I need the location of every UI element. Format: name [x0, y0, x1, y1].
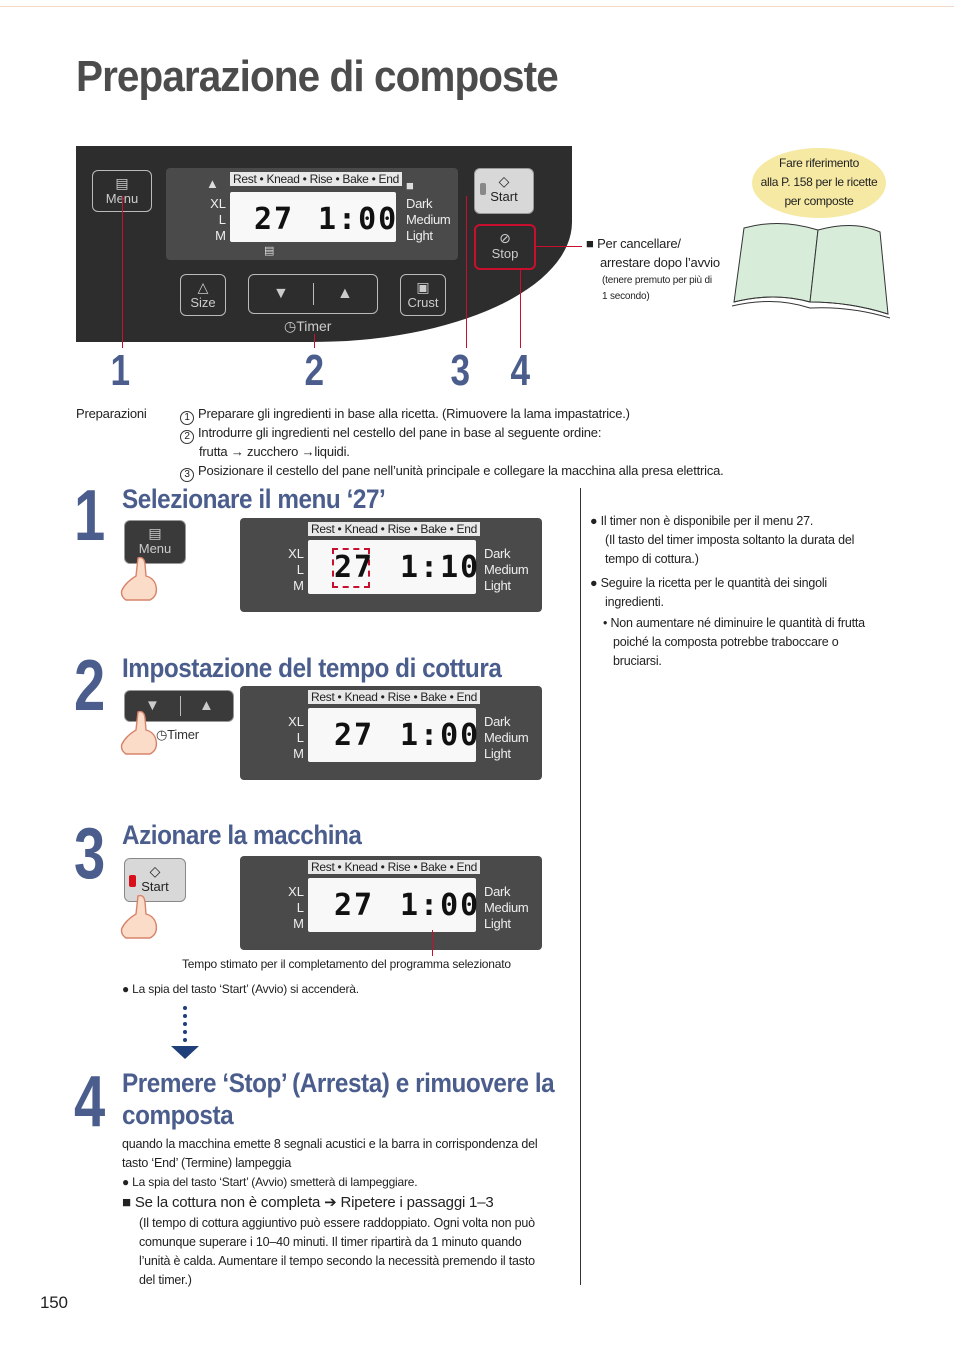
- clock-icon: ◷: [156, 727, 168, 742]
- stop-button[interactable]: ⊘ Stop: [474, 224, 536, 270]
- blinking-menu-highlight: [332, 548, 370, 588]
- size-button[interactable]: △ Size: [180, 274, 226, 316]
- page-number: 150: [40, 1293, 68, 1312]
- down-arrow-icon: [171, 1006, 199, 1059]
- step-heading-3: Azionare la macchina: [122, 820, 362, 850]
- pressing-hand-icon: [120, 894, 158, 939]
- step4-line-8: del timer.): [139, 1273, 192, 1287]
- book-icon: ▤: [148, 525, 162, 541]
- page-title: Preparazione di composte: [76, 52, 559, 101]
- size-icon: △: [197, 279, 209, 295]
- callout-number-2: 2: [304, 346, 325, 395]
- step-number-2: 2: [74, 646, 106, 726]
- down-arrow-icon[interactable]: ▼: [273, 285, 289, 302]
- step4-line-6: comunque superare i 10–40 minuti. Il tim…: [139, 1235, 522, 1249]
- stop-icon: ⊘: [499, 230, 511, 246]
- crust-button[interactable]: ▣ Crust: [400, 274, 446, 316]
- pressing-hand-icon: [120, 710, 158, 755]
- timer-arrows-button[interactable]: ▼ ▲: [248, 274, 378, 314]
- callout-number-1: 1: [110, 346, 131, 395]
- note-7: poiché la composta potrebbe traboccare o: [613, 635, 839, 649]
- stop-note-4: 1 secondo): [602, 291, 650, 302]
- callout-line-4: [520, 270, 521, 348]
- step4-line-3: ● La spia del tasto ‘Start’ (Avvio) smet…: [122, 1175, 418, 1189]
- step-heading-1: Selezionare il menu ‘27’: [122, 484, 386, 514]
- display-menu-number: 27: [254, 202, 295, 237]
- step3-caption: Tempo stimato per il completamento del p…: [182, 957, 511, 971]
- column-divider: [580, 488, 581, 1285]
- step4-line-7: l’unità è calda. Aumentare il tempo seco…: [139, 1254, 535, 1268]
- step-heading-2: Impostazione del tempo di cottura: [122, 653, 502, 683]
- callout-number-4: 4: [510, 346, 531, 395]
- note-4: ● Seguire la ricetta per le quantità dei…: [590, 576, 827, 590]
- preparation-item-2b: frutta → zucchero →liquidi.: [199, 444, 350, 459]
- step-number-3: 3: [74, 814, 106, 894]
- display-time: 1:00: [318, 202, 399, 237]
- step2-timer-label: ◷Timer: [156, 727, 199, 742]
- lcd-display: 27 1:00: [230, 192, 396, 242]
- step4-line-5: (Il tempo di cottura aggiuntivo può esse…: [139, 1216, 535, 1230]
- step3-note: ● La spia del tasto ‘Start’ (Avvio) si a…: [122, 982, 359, 996]
- book-icon: ▤: [115, 175, 129, 191]
- time-callout-line: [432, 930, 433, 956]
- step3-start-button[interactable]: ◇ Start: [124, 858, 186, 902]
- callout-line-1: [122, 196, 123, 348]
- clock-icon: ◷: [284, 318, 297, 334]
- start-icon: ◇: [149, 863, 161, 879]
- start-button[interactable]: ◇ Start: [474, 168, 534, 214]
- stop-note-1: ■ Per cancellare/: [586, 236, 681, 251]
- up-arrow-icon[interactable]: ▲: [337, 285, 353, 302]
- step-heading-4a: Premere ‘Stop’ (Arresta) e rimuovere la: [122, 1068, 555, 1098]
- size-icon: ▲: [206, 176, 219, 191]
- callout-line-3: [466, 196, 467, 348]
- timer-label: ◷Timer: [284, 318, 332, 334]
- crust-icon: ■: [406, 178, 414, 193]
- note-3: tempo di cottura.): [605, 552, 699, 566]
- step-number-4: 4: [74, 1062, 106, 1142]
- step4-line-1: quando la macchina emette 8 segnali acus…: [122, 1137, 538, 1151]
- callout-number-3: 3: [450, 346, 471, 395]
- note-1: ● Il timer non è disponibile per il menu…: [590, 514, 814, 528]
- pressing-hand-icon: [120, 556, 158, 601]
- step3-lcd-display: 27 1:00: [308, 878, 478, 932]
- step-number-1: 1: [74, 476, 106, 556]
- step4-line-4: ■ Se la cottura non è completa ➔ Ripeter…: [122, 1194, 494, 1211]
- stop-note-2: arrestare dopo l’avvio: [600, 255, 720, 270]
- note-6: • Non aumentare né diminuire le quantità…: [603, 616, 865, 630]
- note-5: ingredienti.: [605, 595, 664, 609]
- start-led: [480, 183, 486, 195]
- top-rule: [0, 6, 954, 7]
- open-book-icon: [731, 222, 891, 319]
- stop-note-3: (tenere premuto per più di: [602, 275, 712, 286]
- step1-menu-button[interactable]: ▤ Menu: [124, 520, 186, 564]
- step2-timer-arrows[interactable]: ▼ ▲: [124, 690, 234, 722]
- start-icon: ◇: [498, 173, 510, 189]
- control-panel: ▤ Menu Rest • Knead • Rise • Bake • End …: [76, 146, 572, 342]
- note-8: bruciarsi.: [613, 654, 662, 668]
- recipe-reference-bubble: Fare riferimento alla P. 158 per le rice…: [752, 148, 886, 218]
- crust-icon: ▣: [416, 279, 430, 295]
- start-led-on: [129, 875, 136, 887]
- step1-lcd-display: 27 1:10: [308, 540, 478, 594]
- step4-line-2: tasto ‘End’ (Termine) lampeggia: [122, 1156, 292, 1170]
- note-2: (Il tasto del timer imposta soltanto la …: [605, 533, 855, 547]
- program-strip: Rest • Knead • Rise • Bake • End: [230, 172, 402, 186]
- step-heading-4b: composta: [122, 1100, 234, 1130]
- step2-lcd-display: 27 1:00: [308, 708, 478, 762]
- callout-line-2: [314, 334, 315, 348]
- preparations-label: Preparazioni: [76, 406, 147, 421]
- stop-callout-line: [536, 246, 582, 247]
- menu-book-icon: ▤: [264, 245, 275, 257]
